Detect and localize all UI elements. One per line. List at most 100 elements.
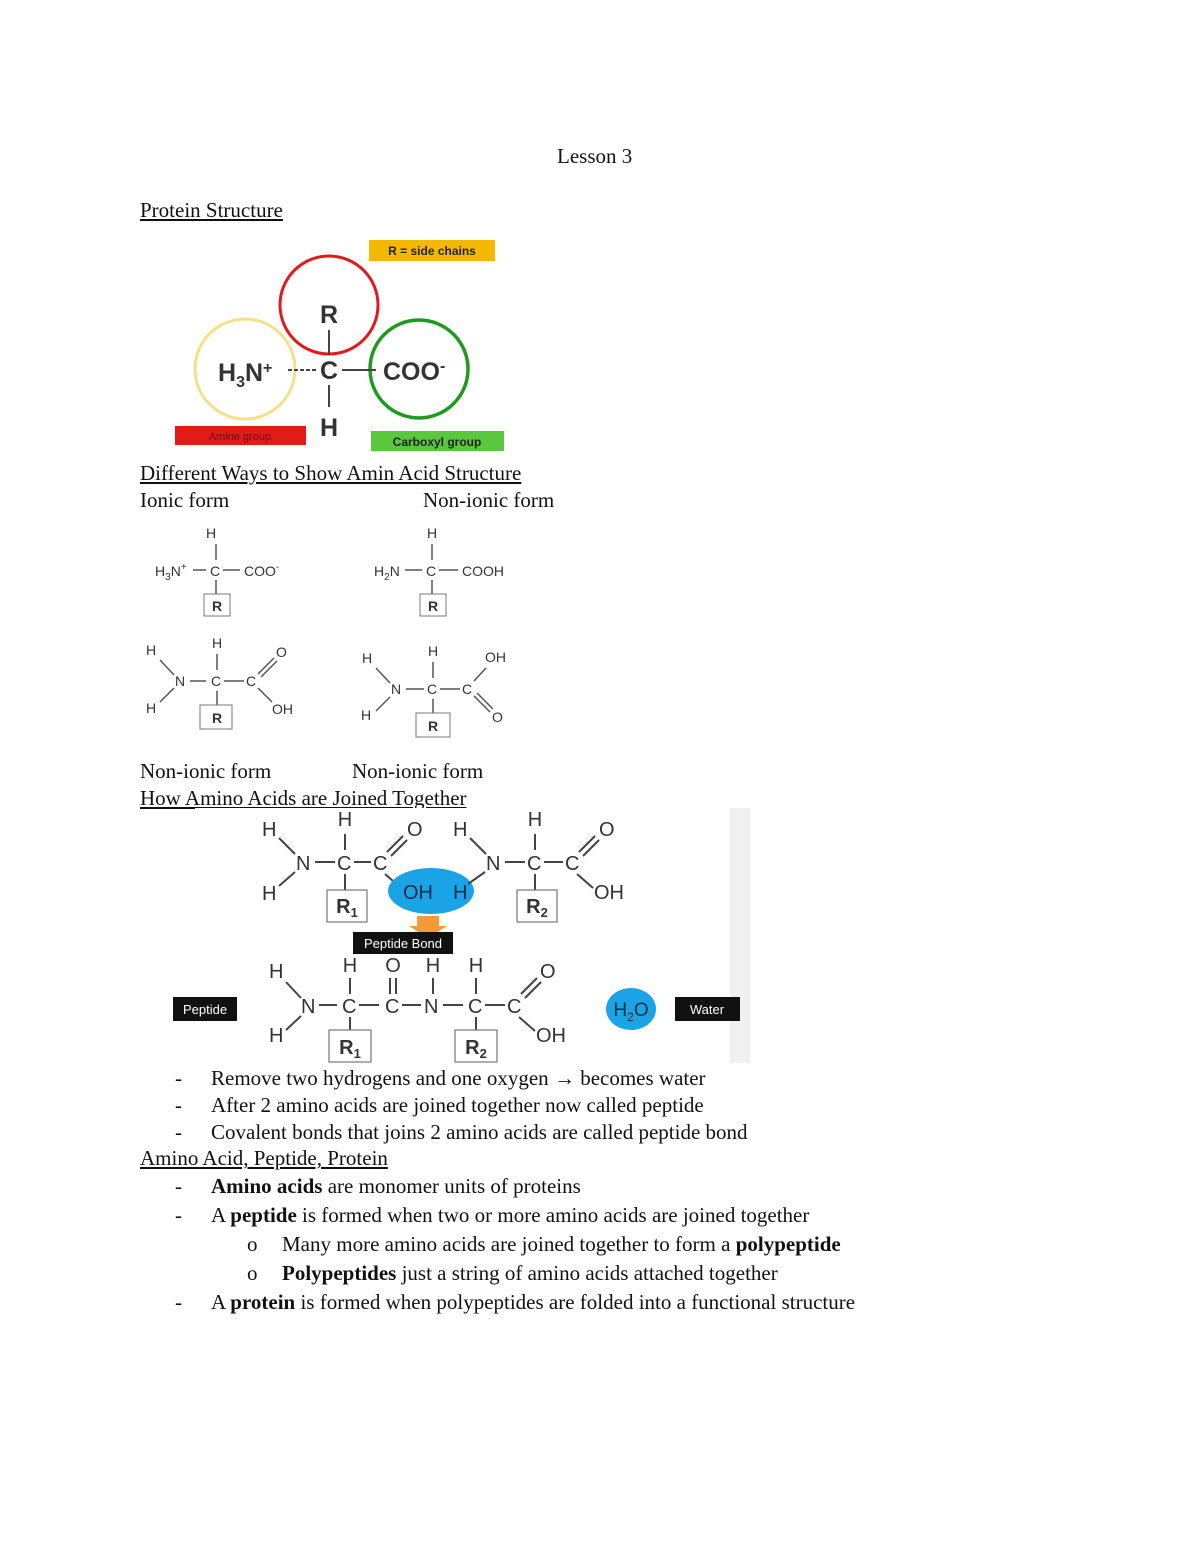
svg-text:C: C xyxy=(373,853,387,875)
svg-text:H: H xyxy=(343,955,357,977)
bullet-dash: - xyxy=(175,1174,182,1198)
svg-text:C: C xyxy=(385,996,399,1018)
label-non-ionic-form-right: Non-ionic form xyxy=(352,759,484,783)
svg-text:OH: OH xyxy=(536,1025,566,1047)
label-non-ionic-form-top: Non-ionic form xyxy=(423,488,555,512)
svg-text:C: C xyxy=(337,853,351,875)
svg-text:O: O xyxy=(599,819,615,841)
svg-text:COO-: COO- xyxy=(244,562,279,579)
svg-text:C: C xyxy=(210,563,220,579)
svg-text:C: C xyxy=(507,996,521,1018)
svg-text:O: O xyxy=(276,644,287,660)
svg-text:O: O xyxy=(540,961,556,983)
svg-text:H: H xyxy=(427,525,437,541)
water-tag xyxy=(675,997,740,1021)
ionic-form-structure: H H3N+ C COO- R xyxy=(155,525,279,617)
svg-text:H: H xyxy=(453,819,467,841)
svg-text:C: C xyxy=(527,853,541,875)
list-item: - After 2 amino acids are joined togethe… xyxy=(0,1092,1200,1119)
svg-text:H: H xyxy=(426,955,440,977)
svg-text:C: C xyxy=(211,673,221,689)
bullet-circle: o xyxy=(247,1261,258,1285)
list-item: - Amino acids are monomer units of prote… xyxy=(0,1173,1200,1201)
peptide-bond-tag xyxy=(353,932,453,954)
heading-different-ways: Different Ways to Show Amin Acid Structu… xyxy=(140,461,522,485)
label-non-ionic-form-left: Non-ionic form xyxy=(140,759,272,783)
sub-list-item: o Polypeptides just a string of amino ac… xyxy=(0,1260,1200,1288)
svg-text:H: H xyxy=(428,643,438,659)
down-arrow-icon xyxy=(409,916,447,938)
svg-text:R: R xyxy=(212,710,222,726)
svg-text:COOH: COOH xyxy=(462,563,504,579)
bullet-dash: - xyxy=(175,1066,182,1090)
side-chains-tag-label: R = side chains xyxy=(388,244,476,258)
carboxyl-tag xyxy=(371,431,504,451)
svg-text:H: H xyxy=(469,955,483,977)
svg-text:C: C xyxy=(246,673,256,689)
label-ionic-form: Ionic form xyxy=(140,488,230,512)
carbon-label: C xyxy=(320,357,338,385)
non-ionic-form-structure-right: H N H H C C OH O R xyxy=(361,643,506,738)
list-item: - Covalent bonds that joins 2 amino acid… xyxy=(0,1119,1200,1146)
carboxyl-label: COO- xyxy=(383,358,445,386)
svg-text:H: H xyxy=(528,809,542,831)
bullet-text: Remove two hydrogens and one oxygen → be… xyxy=(211,1066,706,1090)
svg-text:H: H xyxy=(361,707,371,723)
svg-text:R: R xyxy=(428,718,438,734)
svg-text:H: H xyxy=(206,525,216,541)
page-title: Lesson 3 xyxy=(557,144,633,168)
svg-text:N: N xyxy=(175,673,185,689)
bullet-dash: - xyxy=(175,1290,182,1314)
svg-text:H: H xyxy=(362,650,372,666)
removed-water-highlight xyxy=(388,868,474,914)
side-chains-tag xyxy=(369,240,495,261)
bullet-text: Amino acids are monomer units of protein… xyxy=(211,1174,581,1198)
amine-tag xyxy=(175,426,306,445)
svg-text:H: H xyxy=(338,809,352,831)
r-label: R xyxy=(320,301,338,329)
svg-text:OH: OH xyxy=(594,882,624,904)
bullet-circle: o xyxy=(247,1232,258,1256)
svg-text:N: N xyxy=(486,853,500,875)
svg-text:H: H xyxy=(146,642,156,658)
structure-forms-diagram: H H3N+ C COO- R H H2N C COOH R H N H H C… xyxy=(146,525,506,738)
h-label: H xyxy=(320,414,338,442)
svg-text:H: H xyxy=(262,819,276,841)
svg-text:C: C xyxy=(565,853,579,875)
bullet-dash: - xyxy=(175,1203,182,1227)
svg-text:N: N xyxy=(296,853,310,875)
list-item: - A protein is formed when polypeptides … xyxy=(0,1289,1200,1317)
water-molecule-icon xyxy=(606,988,656,1030)
heading-amino-acid-peptide-protein: Amino Acid, Peptide, Protein xyxy=(140,1146,388,1170)
bullet-dash: - xyxy=(175,1093,182,1117)
svg-text:H: H xyxy=(269,961,283,983)
heading-how-joined: How Amino Acids are Joined Together xyxy=(140,786,467,810)
svg-text:H: H xyxy=(269,1025,283,1047)
svg-text:H2N: H2N xyxy=(374,563,400,583)
svg-text:C: C xyxy=(462,681,472,697)
svg-text:OH: OH xyxy=(272,701,293,717)
list-item: - Remove two hydrogens and one oxygen → … xyxy=(0,1065,1200,1092)
amino-acid-1: H N H H C C O R1 xyxy=(262,809,423,923)
svg-text:OH: OH xyxy=(485,649,506,665)
arrow-icon: → xyxy=(553,1066,575,1090)
bullet-text: Covalent bonds that joins 2 amino acids … xyxy=(211,1120,748,1144)
h-label: H xyxy=(453,882,467,904)
svg-text:H: H xyxy=(146,700,156,716)
non-ionic-form-structure-top: H H2N C COOH R xyxy=(374,525,504,617)
amino-acid-structure-diagram: R = side chains R H3N+ C COO- H Amine gr… xyxy=(175,240,504,451)
svg-text:H: H xyxy=(262,883,276,905)
svg-text:R: R xyxy=(212,598,222,614)
bullet-text: A peptide is formed when two or more ami… xyxy=(211,1203,810,1227)
svg-text:R: R xyxy=(428,598,438,614)
svg-text:H3N+: H3N+ xyxy=(155,562,187,583)
peptide-bond-diagram: H N H H C C O R1 OH H H N H C C O OH xyxy=(173,808,750,1063)
bullet-text: A protein is formed when polypeptides ar… xyxy=(211,1290,856,1314)
bullet-text: Many more amino acids are joined togethe… xyxy=(282,1232,841,1256)
svg-text:O: O xyxy=(407,819,423,841)
svg-text:O: O xyxy=(492,709,503,725)
svg-text:N: N xyxy=(424,996,438,1018)
svg-text:C: C xyxy=(426,563,436,579)
non-ionic-form-structure-left: H N H H C C O OH R xyxy=(146,635,293,730)
peptide-tag-label: Peptide xyxy=(183,1002,227,1017)
